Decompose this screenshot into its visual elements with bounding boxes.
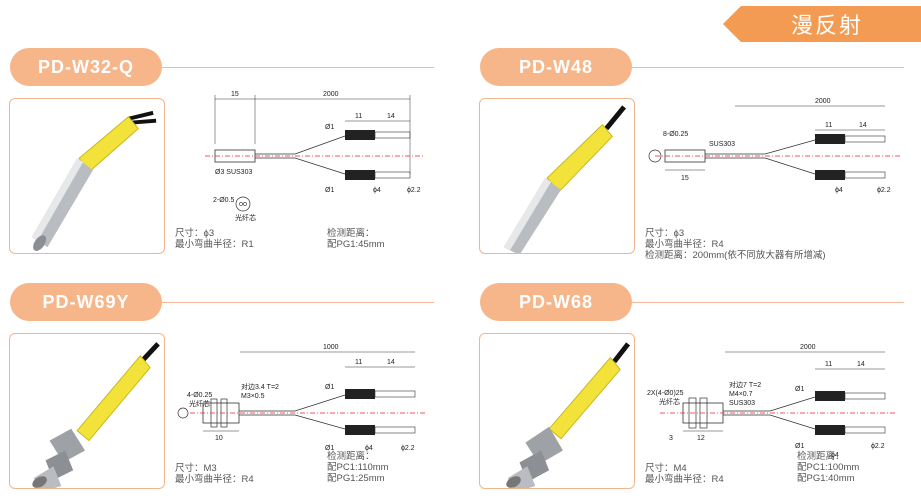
sensor-threaded-image [32,342,160,488]
svg-text:2000: 2000 [815,98,831,105]
sensor-straight-image [503,105,627,253]
svg-text:14: 14 [387,359,395,366]
title-divider [162,302,434,303]
svg-text:2000: 2000 [323,91,339,98]
svg-text:15: 15 [231,91,239,98]
svg-text:Ø1: Ø1 [325,384,334,391]
svg-text:ϕ4: ϕ4 [831,452,839,459]
svg-text:11: 11 [825,361,832,368]
svg-text:11: 11 [355,359,362,366]
dimension-drawing: 2000 11 14 2X(4-Ø0)25 光纤芯 对边7 T=2 M4×0.7… [645,309,910,459]
category-tab: 漫反射 [723,6,921,42]
title-divider [632,302,904,303]
svg-text:Ø1: Ø1 [325,187,334,194]
detection-list: 检测距离： 配PC1:110mm 配PG1:25mm [327,451,389,484]
svg-text:SUS303: SUS303 [709,141,735,148]
svg-text:Ø1: Ø1 [325,124,334,131]
svg-text:M3×0.5: M3×0.5 [241,393,265,400]
spec-list: 尺寸：ϕ3 最小弯曲半径：R4 检测距离：200mm(依不同放大器有所增减) [645,228,826,261]
product-photo [9,333,165,489]
svg-text:4-Ø0.25: 4-Ø0.25 [187,392,212,399]
product-pd-w48: PD-W48 2000 11 14 8-Ø0. [470,48,920,288]
product-photo [479,333,635,489]
svg-text:对边3.4 T=2: 对边3.4 T=2 [241,382,279,391]
dimension-drawing: 1000 11 14 4-Ø0.25 光纤芯 对边3.4 T=2 M3×0.5 … [175,309,440,459]
svg-text:ϕ2.2: ϕ2.2 [407,187,421,194]
svg-text:15: 15 [681,175,689,182]
product-photo [479,98,635,254]
svg-text:对边7 T=2: 对边7 T=2 [729,380,761,389]
category-label: 漫反射 [790,13,863,38]
svg-text:Ø1: Ø1 [325,445,334,452]
svg-text:14: 14 [857,361,865,368]
product-title: PD-W69Y [10,283,162,321]
svg-text:SUS303: SUS303 [729,400,755,407]
title-divider [632,67,904,68]
detection-list: 检测距离： 配PC1:100mm 配PG1:40mm [797,451,860,484]
svg-text:12: 12 [697,435,705,442]
svg-text:11: 11 [355,113,362,120]
svg-text:Ø1: Ø1 [795,443,804,450]
product-title: PD-W68 [480,283,632,321]
svg-text:2-Ø0.5: 2-Ø0.5 [213,197,235,204]
svg-text:光纤芯: 光纤芯 [235,213,256,222]
svg-text:2000: 2000 [800,344,816,351]
svg-text:ϕ4: ϕ4 [365,445,373,452]
svg-text:14: 14 [859,122,867,129]
svg-text:光纤芯: 光纤芯 [659,397,680,406]
dimension-drawing: 2000 11 14 8-Ø0.25 SUS303 15 ϕ4 ϕ2.2 [645,74,910,224]
svg-text:1000: 1000 [323,344,339,351]
svg-text:8-Ø0.25: 8-Ø0.25 [663,131,688,138]
svg-text:2X(4-Ø0)25: 2X(4-Ø0)25 [647,390,684,397]
title-divider [162,67,434,68]
dimension-drawing: 15 2000 11 14 Ø1 Ø1 ϕ4 ϕ2.2 Ø3 SUS303 [175,74,440,224]
svg-text:10: 10 [215,435,223,442]
spec-list: 尺寸：M4 最小弯曲半径：R4 [645,463,724,485]
svg-text:Ø3 SUS303: Ø3 SUS303 [215,169,252,176]
svg-text:光纤芯: 光纤芯 [189,399,210,408]
svg-text:ϕ2.2: ϕ2.2 [871,443,885,450]
product-title: PD-W32-Q [10,48,162,86]
spec-list: 尺寸：M3 最小弯曲半径：R4 [175,463,254,485]
svg-text:ϕ2.2: ϕ2.2 [877,187,891,194]
svg-text:ϕ2.2: ϕ2.2 [401,445,415,452]
svg-text:11: 11 [825,122,832,129]
svg-text:Ø1: Ø1 [795,386,804,393]
product-pd-w69y: PD-W69Y 1000 11 14 [0,283,450,501]
product-title: PD-W48 [480,48,632,86]
spec-list: 尺寸：ϕ3 最小弯曲半径：R1 [175,228,254,250]
svg-text:3: 3 [669,435,673,442]
sensor-straight-image [31,110,157,251]
sensor-threaded-image [506,342,631,488]
product-pd-w68: PD-W68 2000 11 14 [470,283,920,501]
detection-list: 检测距离： 配PG1:45mm [327,228,385,250]
svg-text:M4×0.7: M4×0.7 [729,391,753,398]
svg-text:ϕ4: ϕ4 [373,187,381,194]
product-photo [9,98,165,254]
svg-text:14: 14 [387,113,395,120]
product-pd-w32-q: PD-W32-Q 15 2000 11 14 [0,48,450,288]
svg-text:ϕ4: ϕ4 [835,187,843,194]
